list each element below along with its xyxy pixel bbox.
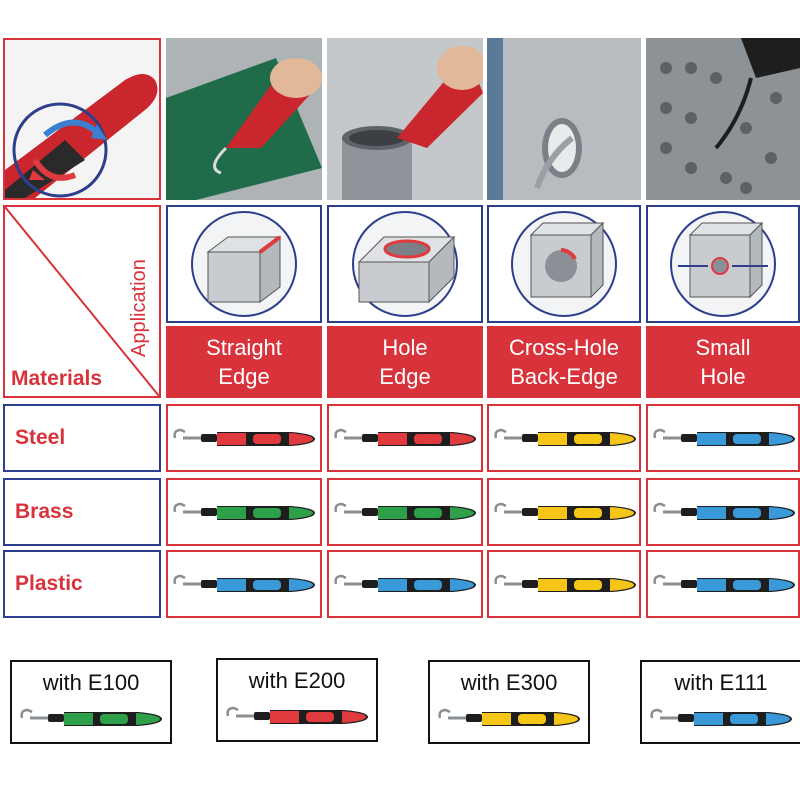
header-straight-edge: Straight Edge bbox=[166, 326, 322, 398]
photo-small-hole bbox=[646, 38, 800, 200]
tool-cell bbox=[327, 478, 483, 546]
header-small-hole: Small Hole bbox=[646, 326, 800, 398]
header-line1: Cross-Hole bbox=[508, 335, 620, 360]
header-line2: Edge bbox=[218, 364, 270, 389]
deburring-tool-icon bbox=[171, 424, 319, 454]
deburring-tool-icon bbox=[171, 570, 319, 600]
photo-cross-hole bbox=[487, 38, 641, 200]
legend-e111: with E111 bbox=[640, 660, 800, 744]
header-line2: Back-Edge bbox=[510, 364, 618, 389]
photo-straight-edge bbox=[166, 38, 322, 200]
header-line1: Straight bbox=[206, 335, 282, 360]
material-label-brass: Brass bbox=[3, 478, 161, 546]
tool-closeup-photo bbox=[3, 38, 161, 200]
tool-cell bbox=[646, 550, 800, 618]
legend-label: with E300 bbox=[460, 670, 558, 695]
legend-e200: with E200 bbox=[216, 658, 378, 742]
deburring-tool-icon bbox=[171, 498, 319, 528]
tool-cell bbox=[166, 404, 322, 472]
legend-label: with E100 bbox=[42, 670, 140, 695]
deburring-tool-icon bbox=[651, 570, 799, 600]
legend-label: with E200 bbox=[248, 668, 346, 693]
header-line1: Hole bbox=[382, 335, 428, 360]
tool-cell bbox=[166, 550, 322, 618]
deburring-tool-icon bbox=[651, 498, 799, 528]
material-label-steel: Steel bbox=[3, 404, 161, 472]
header-cross-hole: Cross-Hole Back-Edge bbox=[487, 326, 641, 398]
legend-e300: with E300 bbox=[428, 660, 590, 744]
tool-cell bbox=[487, 550, 641, 618]
deburring-tool-icon bbox=[492, 570, 640, 600]
photo-hole-edge bbox=[327, 38, 483, 200]
deburring-tool-icon bbox=[436, 704, 584, 734]
deburring-tool-icon bbox=[224, 702, 372, 732]
application-label: Application bbox=[128, 259, 150, 357]
tool-cell bbox=[487, 404, 641, 472]
tool-cell bbox=[327, 404, 483, 472]
tool-cell bbox=[646, 404, 800, 472]
header-line2: Edge bbox=[379, 364, 431, 389]
deburring-tool-icon bbox=[332, 570, 480, 600]
diagram-hole-edge bbox=[327, 205, 483, 323]
diagram-small-hole bbox=[646, 205, 800, 323]
deburring-tool-icon bbox=[651, 424, 799, 454]
diagram-cross-hole bbox=[487, 205, 641, 323]
material-label-plastic: Plastic bbox=[3, 550, 161, 618]
legend-e100: with E100 bbox=[10, 660, 172, 744]
tool-cell bbox=[327, 550, 483, 618]
header-hole-edge: Hole Edge bbox=[327, 326, 483, 398]
header-line1: Small bbox=[695, 335, 751, 360]
materials-label: Materials bbox=[11, 367, 103, 390]
deburring-tool-icon bbox=[332, 498, 480, 528]
deburring-tool-icon bbox=[492, 498, 640, 528]
header-line2: Hole bbox=[700, 364, 746, 389]
tool-cell bbox=[487, 478, 641, 546]
legend-label: with E111 bbox=[674, 670, 768, 695]
tool-cell bbox=[646, 478, 800, 546]
deburring-tool-icon bbox=[18, 704, 166, 734]
diagram-straight-edge bbox=[166, 205, 322, 323]
tool-cell bbox=[166, 478, 322, 546]
corner-cell: Application Materials bbox=[3, 205, 161, 398]
deburring-tool-icon bbox=[332, 424, 480, 454]
deburring-tool-icon bbox=[492, 424, 640, 454]
deburring-tool-icon bbox=[648, 704, 796, 734]
